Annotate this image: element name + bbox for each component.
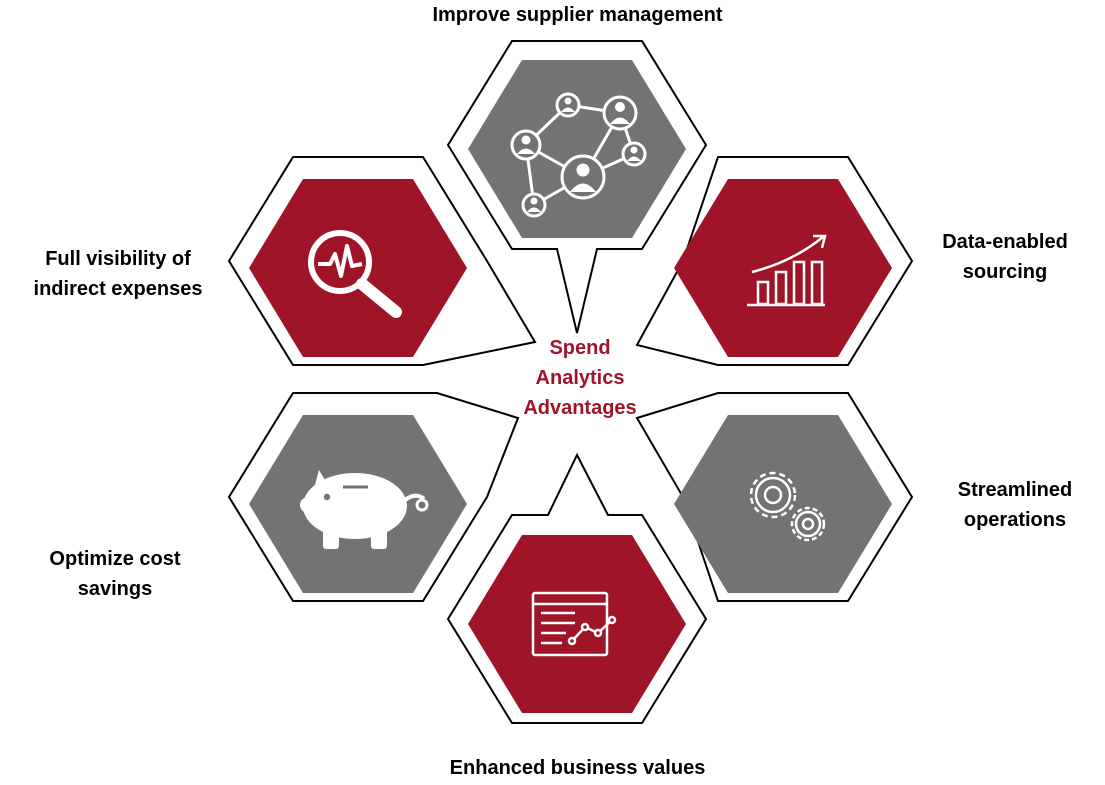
gears-icon <box>749 471 826 542</box>
network-people-icon <box>510 92 647 218</box>
label-sourcing-line-2: sourcing <box>962 261 1048 283</box>
piggy-bank-icon <box>300 470 429 549</box>
label-visibility-line-2: indirect expenses <box>33 278 203 300</box>
label-business-line-1: Enhanced business values <box>449 757 706 779</box>
label-operations: Streamlined operations <box>935 475 1095 535</box>
label-sourcing-line-1: Data-enabled <box>942 231 1068 253</box>
growth-chart-icon <box>747 234 827 307</box>
label-visibility: Full visibility of indirect expenses <box>18 244 218 304</box>
hex-fill-sourcing <box>674 179 892 357</box>
label-business: Enhanced business values <box>380 753 775 783</box>
label-savings-line-1: Optimize cost <box>49 548 181 570</box>
center-title: Spend Analytics Advantages <box>480 333 680 423</box>
hex-fill-business <box>468 535 686 713</box>
label-savings: Optimize cost savings <box>20 544 210 604</box>
label-supplier: Improve supplier management <box>390 0 765 30</box>
label-operations-line-1: Streamlined <box>957 479 1073 501</box>
center-title-line-2: Analytics <box>535 367 625 389</box>
magnifier-pulse-icon <box>308 230 402 318</box>
center-title-line-1: Spend <box>549 337 611 359</box>
label-savings-line-2: savings <box>77 578 153 600</box>
label-operations-line-2: operations <box>963 509 1067 531</box>
hex-fill-operations <box>674 415 892 593</box>
center-title-line-3: Advantages <box>523 397 637 419</box>
report-dashboard-icon <box>531 591 617 657</box>
hex-fill-visibility <box>249 179 467 357</box>
label-sourcing: Data-enabled sourcing <box>920 227 1090 287</box>
label-visibility-line-1: Full visibility of <box>45 248 191 270</box>
label-supplier-line-1: Improve supplier management <box>432 4 723 26</box>
